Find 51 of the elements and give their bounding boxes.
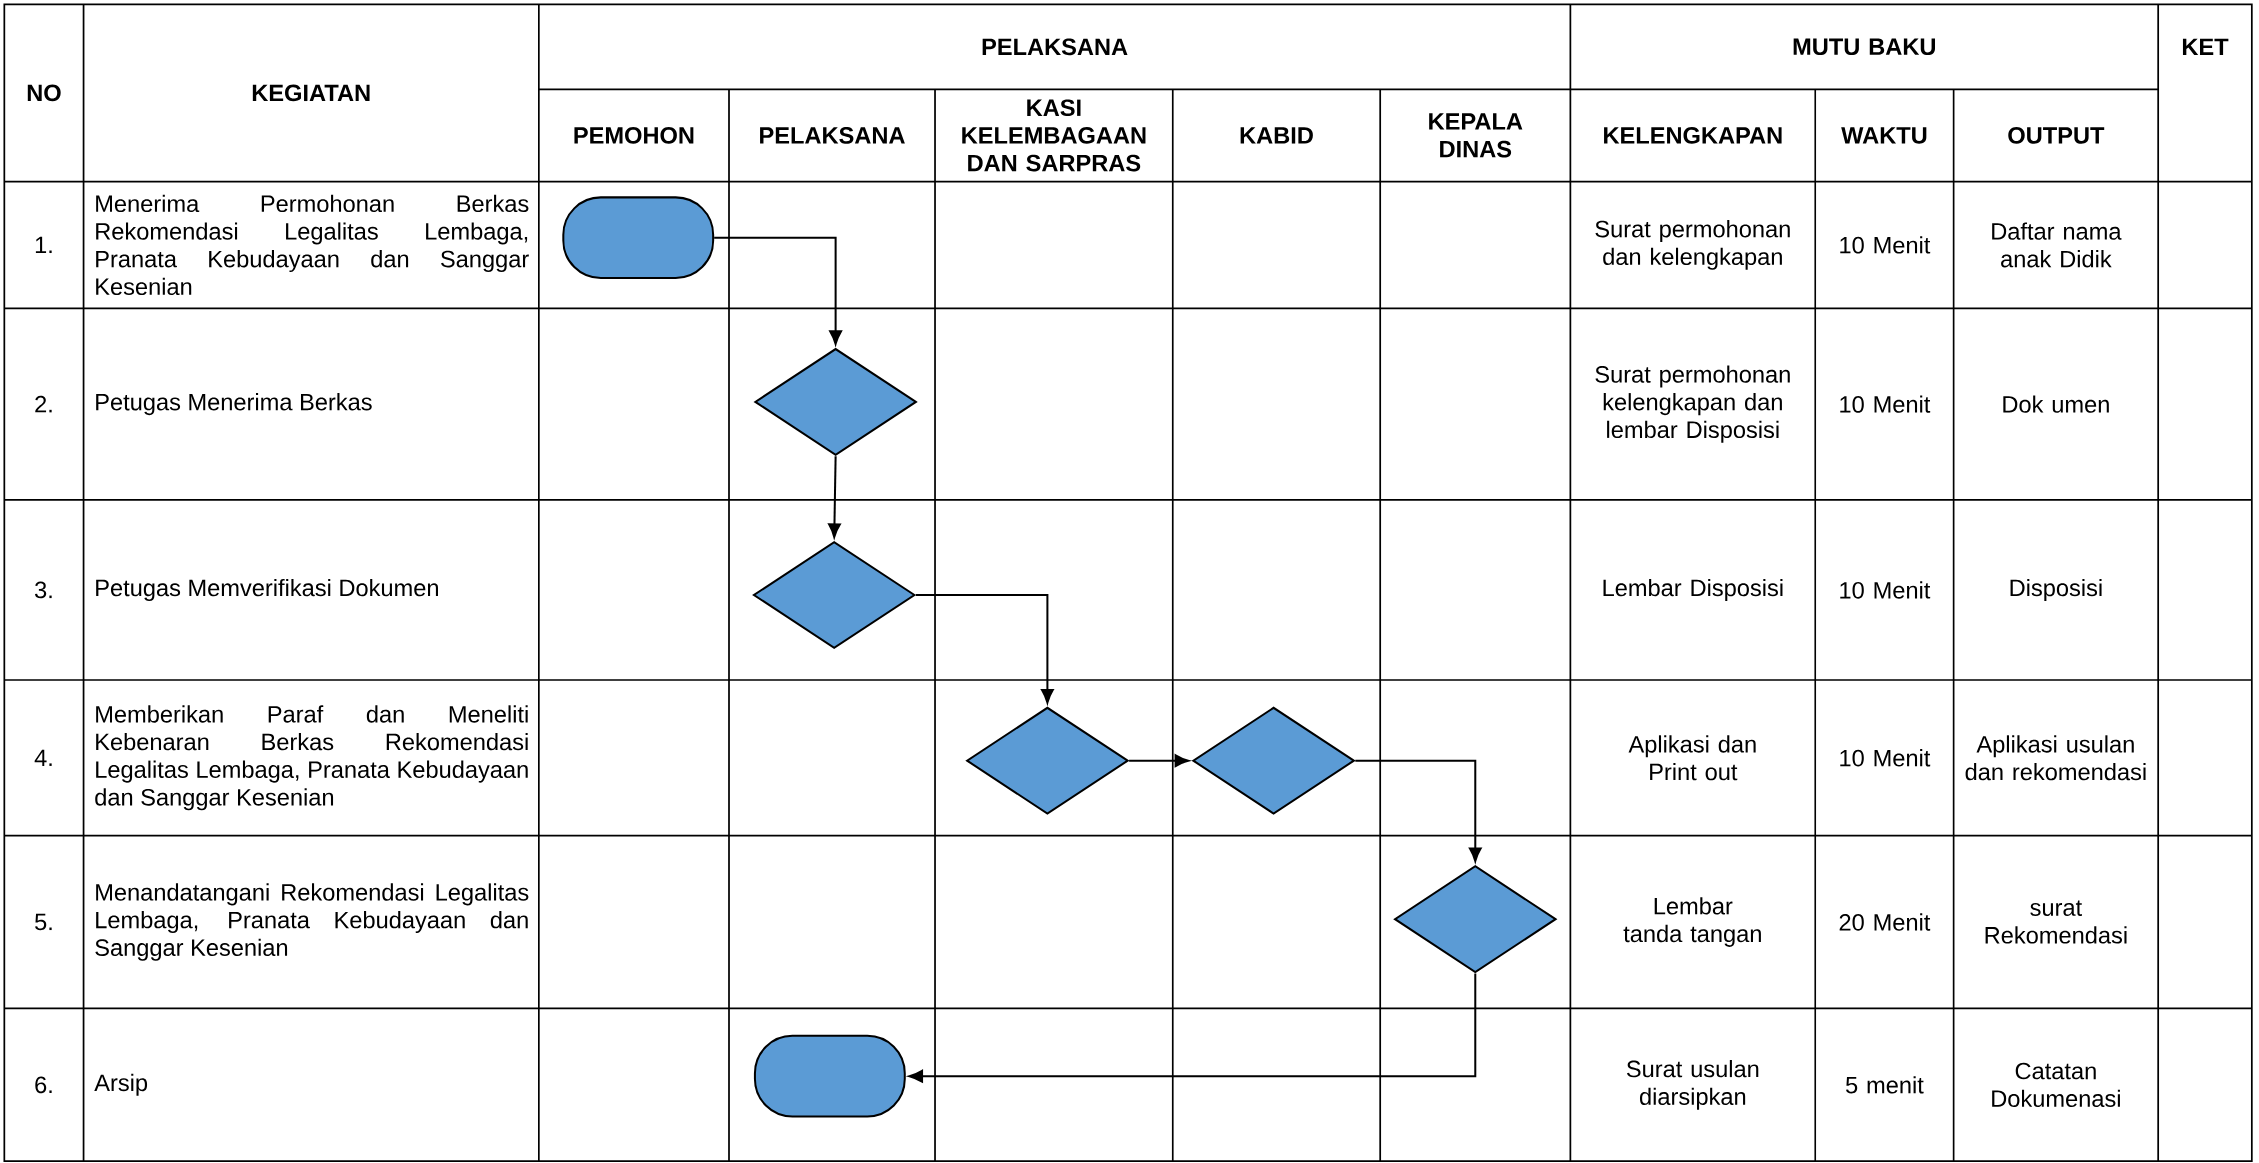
column-header: KEPALA DINAS: [1429, 113, 1523, 158]
duration-text: 5 menit: [1846, 1076, 1924, 1094]
row-number: 1.: [35, 236, 52, 254]
duration-text: 10 Menit: [1840, 236, 1931, 254]
terminator-shape: [753, 1035, 906, 1118]
requirement-text: Surat usulan diarsipkan: [1626, 1060, 1759, 1110]
duration-text: 10 Menit: [1840, 581, 1931, 599]
arrow: [1355, 759, 1482, 863]
activity-description: Petugas Memverifikasi Dokumen: [96, 579, 438, 602]
column-header: PELAKSANA: [982, 38, 1128, 56]
requirement-text: Aplikasi dan Print out: [1628, 735, 1756, 781]
arrow: [828, 456, 841, 539]
activity-description: Menerima Permohonan Berkas Rekomendasi Legalitas Lembaga, Pranata Kebudayaan dan Sanggar Kesenian: [96, 194, 529, 296]
row-number: 2.: [35, 396, 52, 413]
column-header: KELENGKAPAN: [1604, 127, 1782, 144]
output-text: Aplikasi usulan dan rekomendasi: [1965, 735, 2146, 781]
column-header: PELAKSANA: [760, 127, 905, 144]
activity-description: Arsip: [94, 1074, 148, 1097]
duration-text: 10 Menit: [1840, 749, 1931, 767]
row-number: 5.: [35, 913, 52, 931]
arrow: [908, 973, 1477, 1083]
arrow: [915, 594, 1054, 704]
arrow: [714, 236, 842, 346]
activity-description: Memberikan Paraf dan Meneliti Kebenaran Berkas Rekomendasi Legalitas Lembaga, Pranata Kebudayaan dan Sanggar Kesenian: [95, 705, 528, 811]
column-header: MUTU BAKU: [1793, 38, 1935, 56]
column-header: KEGIATAN: [252, 84, 370, 102]
column-header: KASI KELEMBAGAAN DAN SARPRAS: [962, 99, 1146, 172]
row-number: 4.: [34, 749, 52, 767]
output-text: Dok umen: [2003, 395, 2109, 413]
duration-text: 10 Menit: [1840, 395, 1931, 413]
arrow: [1129, 754, 1190, 768]
activity-description: Petugas Menerima Berkas: [96, 393, 372, 416]
requirement-text: Surat permohonan kelengkapan dan lembar Disposisi: [1595, 365, 1790, 443]
requirement-text: Lembar tanda tangan: [1623, 897, 1761, 948]
terminator-shape: [562, 196, 715, 280]
column-header: NO: [27, 84, 61, 102]
requirement-text: Lembar Disposisi: [1603, 579, 1783, 602]
output-text: Disposisi: [2010, 579, 2102, 602]
column-header: KET: [2182, 38, 2229, 56]
column-header: WAKTU: [1841, 127, 1927, 144]
output-text: surat Rekomendasi: [1985, 900, 2127, 944]
output-text: Catatan Dokumenasi: [1992, 1062, 2120, 1108]
row-number: 3.: [35, 581, 52, 599]
column-header: KABID: [1240, 127, 1313, 144]
requirement-text: Surat permohonan dan kelengkapan: [1595, 220, 1790, 270]
column-header: OUTPUT: [2008, 127, 2105, 144]
duration-text: 20 Menit: [1839, 913, 1931, 931]
activity-description: Menandatangani Rekomendasi Legalitas Lembaga, Pranata Kebudayaan dan Sanggar Kesenian: [95, 883, 529, 961]
output-text: Daftar nama anak Didik: [1992, 222, 2122, 268]
row-number: 6.: [35, 1076, 52, 1094]
column-header: PEMOHON: [574, 127, 694, 144]
